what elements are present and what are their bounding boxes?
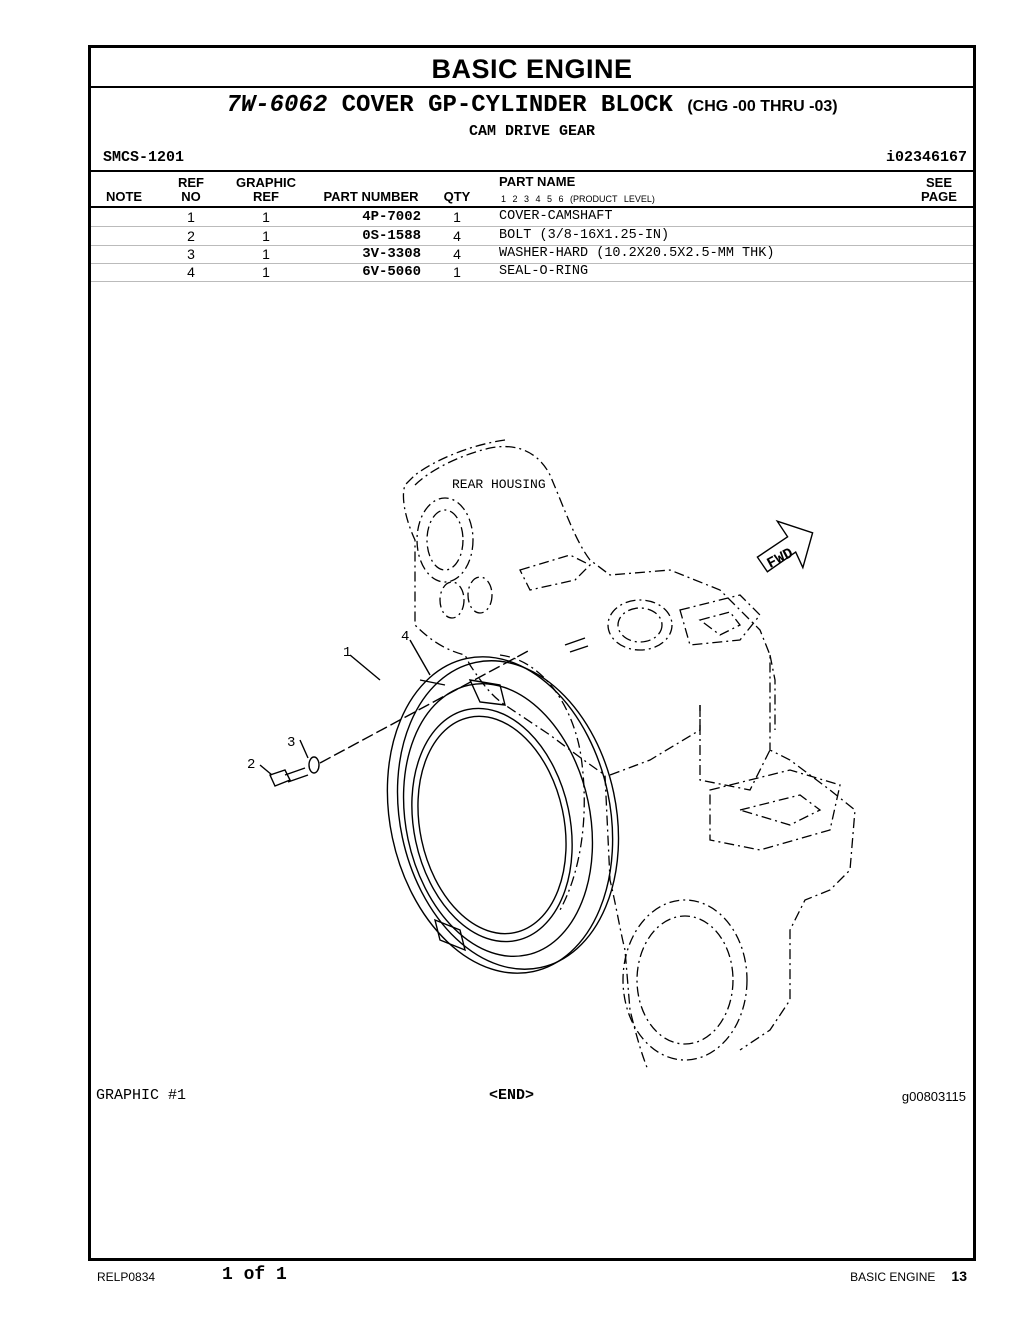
quantity: 1 (453, 209, 461, 225)
graphic-ref: 1 (262, 209, 270, 225)
group-subtitle: CAM DRIVE GEAR (468, 123, 596, 140)
table-row: 1 1 4P-7002 1 COVER-CAMSHAFT (91, 208, 973, 227)
end-marker: <END> (489, 1087, 535, 1104)
quantity: 4 (453, 246, 461, 262)
part-name: COVER-CAMSHAFT (499, 209, 613, 224)
col-header-see-top: SEE (925, 175, 952, 190)
col-header-ref-top: REF (178, 175, 204, 190)
smcs-code: SMCS-1201 (103, 149, 185, 166)
part-number[interactable]: 3V-3308 (362, 246, 421, 262)
quantity: 1 (453, 264, 461, 280)
group-title-line: 7W-6062 COVER GP-CYLINDER BLOCK (CHG -00… (91, 92, 973, 119)
ref-no: 1 (187, 209, 195, 225)
graphic-ref: 1 (262, 264, 270, 280)
ref-no: 3 (187, 246, 195, 262)
footer-section-name: BASIC ENGINE (850, 1270, 936, 1284)
graphic-ref: 1 (262, 228, 270, 244)
footer-page-number: 13 (951, 1268, 967, 1284)
serial-range: (CHG -00 THRU -03) (687, 98, 838, 115)
ref-no: 4 (187, 264, 195, 280)
part-number[interactable]: 0S-1588 (362, 228, 421, 244)
col-header-part-name: PART NAME (499, 174, 576, 189)
part-name: BOLT (3/8-16X1.25-IN) (499, 228, 670, 243)
rear-housing-label: REAR HOUSING (452, 477, 546, 492)
fwd-arrow-icon (756, 519, 814, 573)
callout-3: 3 (287, 735, 295, 751)
part-number[interactable]: 6V-5060 (362, 264, 421, 280)
table-row: 3 1 3V-3308 4 WASHER-HARD (10.2X20.5X2.5… (91, 245, 973, 264)
graphic-id: g00803115 (901, 1089, 966, 1104)
quantity: 4 (453, 228, 461, 244)
table-row: 4 1 6V-5060 1 SEAL-O-RING (91, 263, 973, 282)
callout-4: 4 (401, 629, 409, 645)
footer-section: BASIC ENGINE 13 (850, 1268, 967, 1284)
part-number[interactable]: 4P-7002 (362, 209, 421, 225)
ref-no: 2 (187, 228, 195, 244)
col-header-note: NOTE (105, 189, 143, 204)
parts-illustration: FWD REAR HOUSING 1 2 3 4 (247, 439, 856, 1071)
callout-1: 1 (343, 645, 351, 661)
col-header-graphic-top: GRAPHIC (236, 175, 296, 190)
col-header-part-number: PART NUMBER (323, 189, 419, 204)
part-name: SEAL-O-RING (499, 264, 589, 279)
footer-page-of: 1 of 1 (222, 1265, 287, 1285)
product-levels: 1 2 3 4 5 6 (PRODUCT LEVEL) (501, 194, 655, 204)
graphic-ref: 1 (262, 246, 270, 262)
page-frame: BASIC ENGINE 7W-6062 COVER GP-CYLINDER B… (88, 45, 976, 1261)
footer-doc-code: RELP0834 (97, 1270, 156, 1284)
document-id: i02346167 (885, 149, 967, 166)
graphic-label: GRAPHIC #1 (96, 1087, 187, 1104)
table-row: 2 1 0S-1588 4 BOLT (3/8-16X1.25-IN) (91, 227, 973, 246)
header-divider (91, 170, 973, 172)
col-header-graphic-bottom: REF (253, 189, 279, 204)
callout-2: 2 (247, 757, 255, 773)
table-header-divider (91, 206, 973, 208)
col-header-qty: QTY (443, 189, 471, 204)
col-header-see-bottom: PAGE (921, 189, 957, 204)
part-name: WASHER-HARD (10.2X20.5X2.5-MM THK) (499, 246, 775, 261)
group-name: COVER GP-CYLINDER BLOCK (341, 92, 673, 119)
section-title: BASIC ENGINE (91, 48, 973, 88)
group-part-number[interactable]: 7W-6062 (226, 92, 328, 119)
col-header-ref-bottom: NO (181, 189, 201, 204)
